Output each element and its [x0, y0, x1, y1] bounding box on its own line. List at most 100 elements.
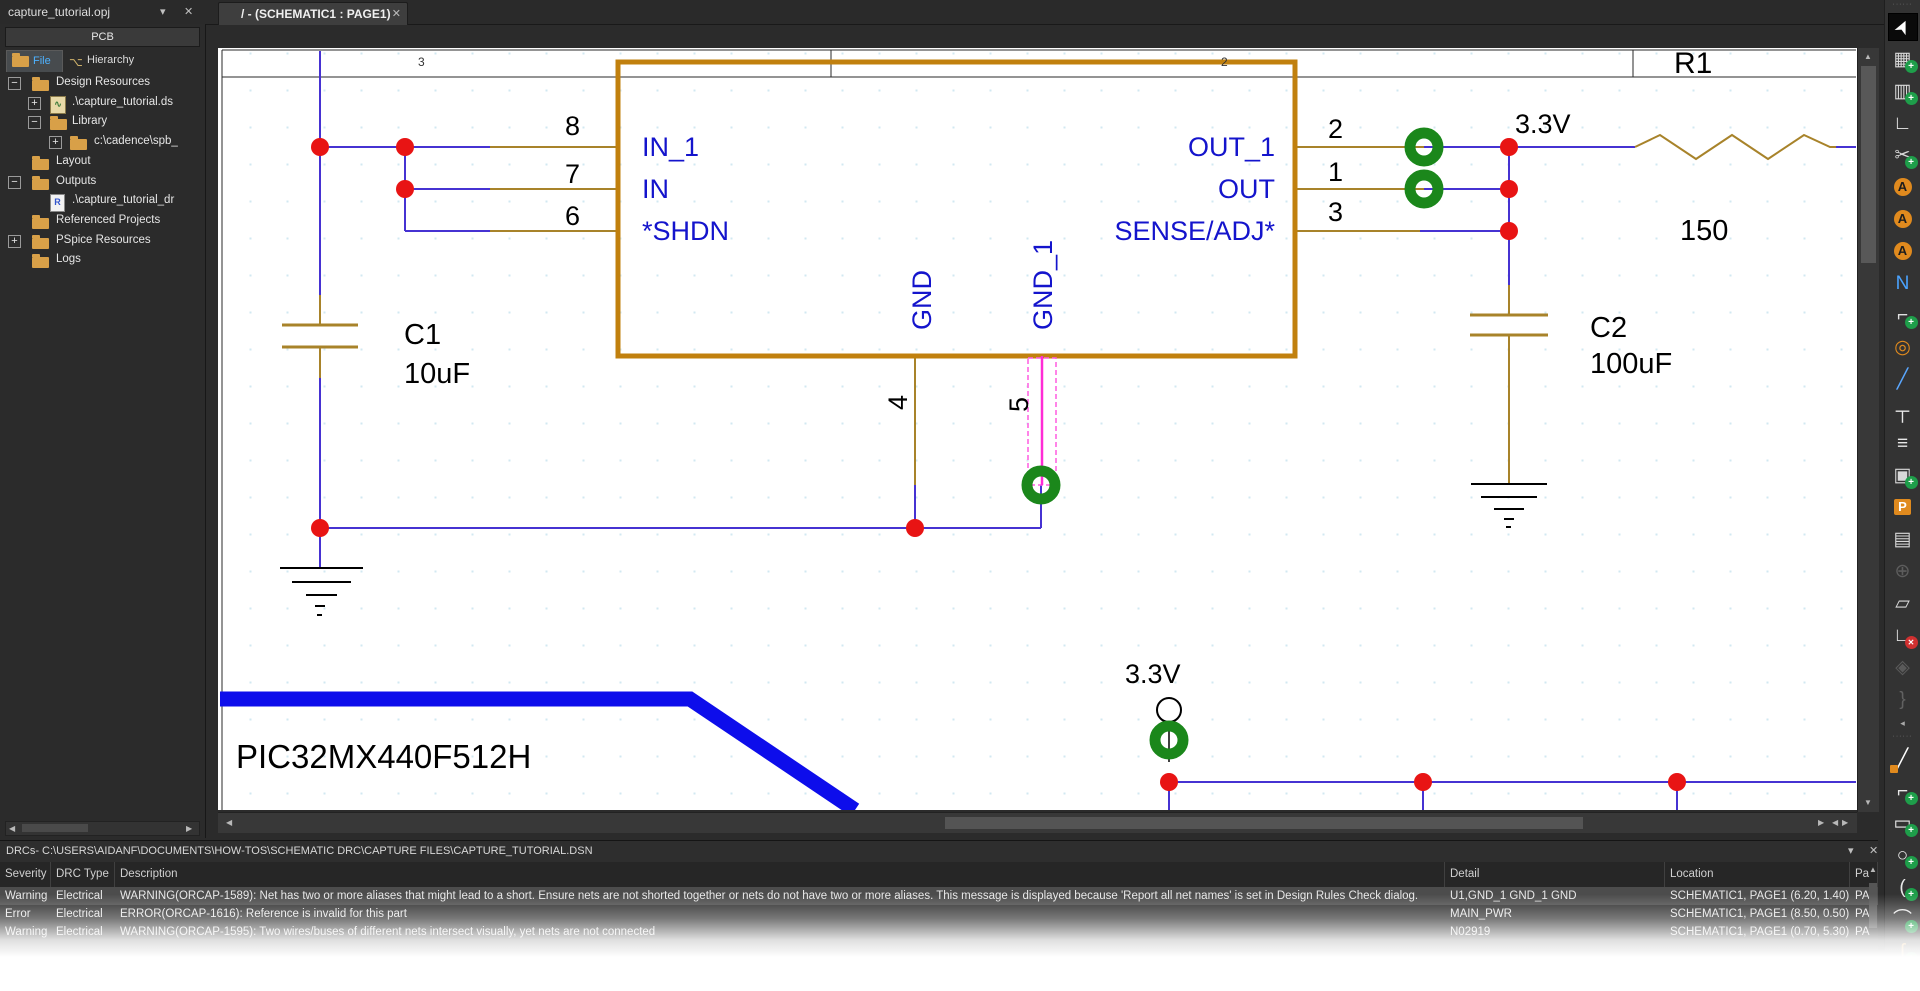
scroll-up-icon[interactable]: ▲	[1864, 52, 1872, 61]
scrollbar-thumb[interactable]	[1869, 883, 1877, 928]
place-net-alias-icon[interactable]: ✂+	[1889, 142, 1918, 169]
tree-item-c-cadence-spb[interactable]: +c:\cadence\spb_	[0, 133, 205, 152]
resistor-symbol[interactable]	[1634, 133, 1836, 161]
splitter-left-icon[interactable]: ◀	[1832, 818, 1839, 827]
scroll-left-icon[interactable]: ◀	[9, 824, 16, 833]
pin-number[interactable]: 5	[1004, 396, 1034, 412]
drc-column-header[interactable]: Location	[1665, 862, 1850, 887]
part-value-c2[interactable]: 100uF	[1590, 348, 1673, 380]
tree-item-outputs[interactable]: −Outputs	[0, 173, 205, 192]
pin-name[interactable]: OUT	[1218, 174, 1275, 204]
pin-number[interactable]: 2	[1328, 114, 1344, 144]
collapse-icon[interactable]: −	[8, 77, 21, 90]
select-tool-icon[interactable]: ➤	[1887, 13, 1918, 41]
pin-number[interactable]: 8	[565, 111, 581, 141]
pin-name[interactable]: *SHDN	[642, 216, 730, 246]
drc-marker[interactable]	[1404, 127, 1444, 167]
draw-line-icon[interactable]: ╱	[1889, 746, 1917, 773]
scrollbar-thumb[interactable]	[945, 817, 1583, 829]
pin-name[interactable]: SENSE/ADJ*	[1114, 216, 1275, 246]
pin-name[interactable]: IN	[642, 174, 669, 204]
place-part-icon[interactable]: ▦+	[1889, 46, 1918, 73]
ground-symbol-c1[interactable]	[280, 567, 363, 616]
net-label-33v[interactable]: 3.3V	[1125, 659, 1181, 689]
schematic-tab-close-icon[interactable]: ✕	[391, 8, 401, 20]
tree-item-pspice-resources[interactable]: +PSpice Resources	[0, 232, 205, 251]
drc-column-header[interactable]: DRC Type	[51, 862, 115, 887]
drc-column-header[interactable]: Description	[115, 862, 1445, 887]
splitter-right-icon[interactable]: ▶	[1842, 818, 1849, 827]
part-ref-r1[interactable]: R1	[1674, 48, 1713, 80]
net-label-33v[interactable]: 3.3V	[1515, 109, 1571, 139]
tree-item-design-resources[interactable]: −Design Resources	[0, 74, 205, 93]
tab-hierarchy[interactable]: ⌥ Hierarchy	[63, 50, 183, 71]
pin-number[interactable]: 7	[565, 159, 581, 189]
place-hierarchical-block-icon[interactable]: ▣+	[1889, 462, 1918, 489]
net-alias-bus-icon[interactable]: A	[1889, 206, 1917, 232]
pin-name[interactable]: GND	[907, 270, 937, 330]
draw-ellipse-icon[interactable]: ○+	[1889, 842, 1918, 869]
drc-close-icon[interactable]: ✕	[1869, 845, 1879, 857]
expand-icon[interactable]: +	[49, 136, 62, 150]
scroll-up-icon[interactable]: ▲	[1869, 865, 1877, 874]
draw-arc-icon[interactable]: (+	[1889, 874, 1918, 901]
pin-name[interactable]: OUT_1	[1187, 132, 1275, 162]
scroll-left-icon[interactable]: ◀	[226, 818, 233, 827]
connector-icon[interactable]: }	[1889, 686, 1917, 712]
part-ref-c1[interactable]: C1	[404, 319, 442, 351]
place-pin-icon[interactable]: ▤	[1889, 526, 1917, 552]
project-tab-dropdown-icon[interactable]: ▾	[160, 6, 166, 18]
place-bus-icon[interactable]: ⌐+	[1889, 302, 1918, 329]
part-value-c1[interactable]: 10uF	[404, 358, 471, 390]
tree-item-logs[interactable]: Logs	[0, 251, 205, 270]
power-symbol[interactable]	[1156, 697, 1182, 723]
scroll-right-icon[interactable]: ▶	[186, 824, 193, 833]
scrollbar-thumb[interactable]	[1861, 66, 1876, 263]
tree-item-capture-tutorial-ds[interactable]: +∿.\capture_tutorial.ds	[0, 94, 205, 114]
place-ground-icon[interactable]: ≡	[1889, 430, 1917, 456]
pin-number[interactable]: 6	[565, 201, 581, 231]
expand-icon[interactable]: +	[28, 96, 41, 110]
tab-file[interactable]: File	[6, 50, 63, 72]
schematic-page-tab[interactable]: / - (SCHEMATIC1 : PAGE1) ✕	[218, 2, 408, 25]
place-part-search-icon[interactable]: ▥+	[1889, 78, 1918, 105]
drc-vscrollbar[interactable]: ▲	[1868, 865, 1878, 985]
project-panel-hscrollbar[interactable]: ◀ ▶	[5, 821, 200, 836]
expand-icon[interactable]: +	[8, 234, 21, 248]
net-alias-wire-icon[interactable]: A	[1889, 174, 1917, 200]
draw-rectangle-icon[interactable]: ▭+	[1889, 810, 1918, 837]
scrollbar-thumb[interactable]	[22, 824, 88, 832]
pin-name[interactable]: GND_1	[1028, 239, 1058, 330]
canvas-vscrollbar[interactable]: ▲ ▼	[1857, 48, 1879, 812]
project-tab-label[interactable]: capture_tutorial.opj	[8, 5, 111, 19]
net-group-icon[interactable]: A	[1889, 238, 1917, 264]
regulator-body[interactable]	[615, 59, 1298, 359]
drc-column-header[interactable]: Severity	[0, 862, 51, 887]
collapse-toolbar-icon[interactable]: ◂	[1900, 718, 1905, 728]
place-port-icon[interactable]: P	[1889, 494, 1917, 520]
capacitor-symbols[interactable]	[282, 313, 1548, 349]
project-tab-close-icon[interactable]: ✕	[184, 6, 194, 18]
place-bus-entry-icon[interactable]: ╱	[1889, 366, 1917, 392]
tree-item-referenced-projects[interactable]: Referenced Projects	[0, 212, 205, 231]
pin-number[interactable]: 4	[883, 394, 913, 410]
collapse-icon[interactable]: −	[28, 116, 41, 130]
place-off-page-connector-icon[interactable]: ▱	[1889, 590, 1917, 616]
canvas-hscrollbar[interactable]: ◀ ▶ ◀ ▶	[218, 812, 1857, 833]
draw-bezier-icon[interactable]: ʃ+	[1889, 938, 1918, 965]
tree-item-capture-tutorial-dr[interactable]: R.\capture_tutorial_dr	[0, 192, 205, 213]
draw-polyline-icon[interactable]: ⌐+	[1889, 778, 1918, 805]
place-power-icon[interactable]: ┬	[1889, 398, 1917, 424]
drc-marker[interactable]	[1149, 720, 1189, 760]
drc-column-header[interactable]: Detail	[1445, 862, 1665, 887]
drc-marker[interactable]	[1404, 169, 1444, 209]
place-junction-icon[interactable]: ◎	[1889, 334, 1917, 360]
scroll-down-icon[interactable]: ▼	[1864, 798, 1872, 807]
collapse-icon[interactable]: −	[8, 175, 21, 189]
part-value-r1[interactable]: 150	[1680, 215, 1729, 247]
scroll-right-icon[interactable]: ▶	[1818, 818, 1825, 827]
part-ref-c2[interactable]: C2	[1590, 312, 1628, 344]
ground-symbol-c2[interactable]	[1471, 483, 1547, 528]
